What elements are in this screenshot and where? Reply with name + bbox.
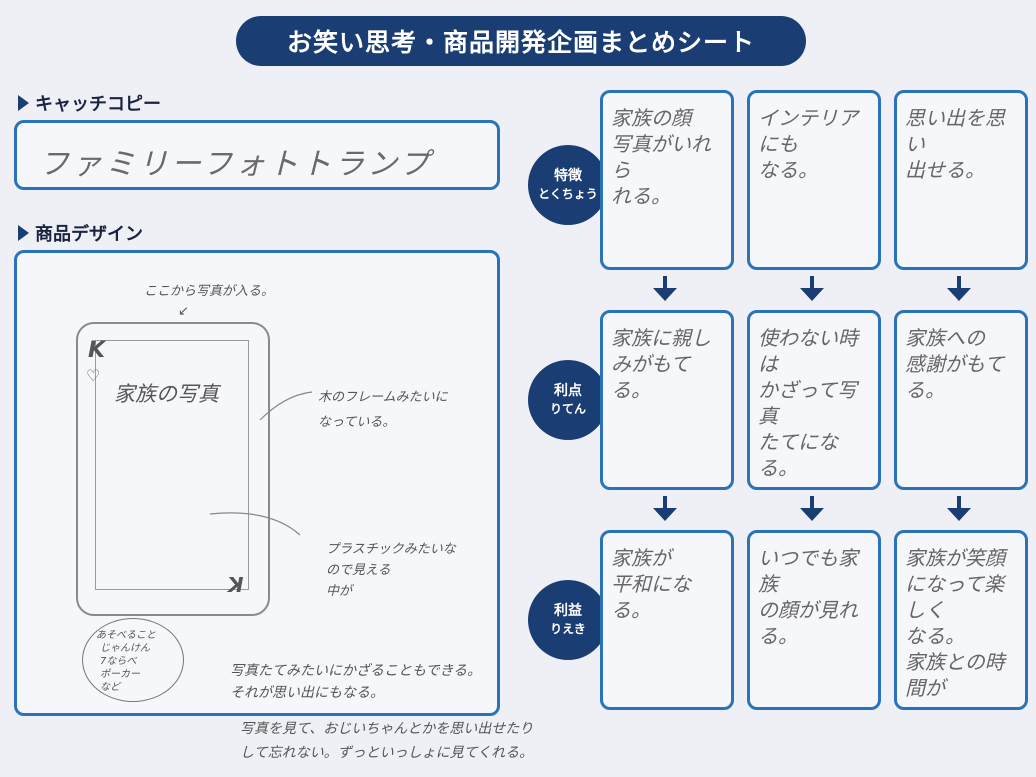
sheet-title: お笑い思考・商品開発企画まとめシート: [236, 16, 806, 66]
bottom-note-1: 写真たてみたいにかざることもできる。それが思い出にもなる。: [230, 663, 482, 702]
cell-feature-1: 家族の顔 写真がいれら れる。: [600, 90, 734, 270]
down-arrow-icon: [800, 276, 824, 302]
plastic-note: プラスチックみたいな ので見える 中が: [326, 542, 456, 599]
frame-note: 木のフレームみたいに なっている。: [318, 390, 448, 430]
card-sketch-outline: [76, 322, 270, 616]
cell-text: 家族が 平和になる。: [611, 546, 691, 622]
cell-text: 家族に親しみがもてる。: [611, 326, 711, 402]
catch-copy-text: ファミリーフォトトランプ: [39, 147, 433, 182]
down-arrow-icon: [653, 276, 677, 302]
oval-title: あそべること: [96, 630, 156, 641]
cell-feature-3: 思い出を思い 出せる。: [894, 90, 1028, 270]
catch-copy-heading-text: キャッチコピー: [35, 94, 161, 115]
cell-benefit-1: 家族が 平和になる。: [600, 530, 734, 710]
design-heading-text: 商品デザイン: [35, 224, 143, 245]
row-label-advantages: 利点 りてん: [528, 360, 608, 440]
oval-items: じゃんけん 7ならべ ポーカー など: [100, 643, 150, 693]
down-arrow-icon: [947, 276, 971, 302]
cell-advantage-2: 使わない時は かざって写真 たてになる。: [747, 310, 881, 490]
down-arrow-mark-icon: ↙: [178, 304, 189, 319]
cell-advantage-1: 家族に親しみがもてる。: [600, 310, 734, 490]
row-label-main: 利益: [554, 603, 582, 620]
row-label-benefits: 利益 りえき: [528, 580, 608, 660]
row-label-reading: りえき: [550, 622, 586, 637]
heart-suit-icon: ♡: [86, 366, 101, 385]
cell-text: いつでも家族 の顔が見れる。: [758, 546, 858, 648]
cell-feature-2: インテリアにも なる。: [747, 90, 881, 270]
bottom-note-2: 写真を見て、おじいちゃんとかを思い出せたりして忘れない。ずっといっしょに見てくれ…: [240, 721, 534, 761]
cell-text: 家族の顔 写真がいれら れる。: [611, 106, 711, 208]
down-arrow-icon: [800, 496, 824, 522]
cell-text: 家族が笑顔 になって楽しく なる。 家族との時間が: [905, 546, 1005, 700]
triangle-bullet-icon: [18, 95, 29, 111]
top-note: ここから写真が入る。: [144, 284, 275, 299]
cell-text: インテリアにも なる。: [758, 106, 858, 182]
card-rank-top: K: [88, 338, 106, 363]
design-heading: 商品デザイン: [18, 220, 143, 246]
sheet-title-text: お笑い思考・商品開発企画まとめシート: [286, 28, 755, 57]
play-options-oval: [82, 618, 184, 702]
down-arrow-icon: [653, 496, 677, 522]
cell-text: 思い出を思い 出せる。: [905, 106, 1005, 182]
triangle-bullet-icon: [18, 225, 29, 241]
catch-copy-box: ファミリーフォトトランプ: [14, 120, 500, 190]
cell-advantage-3: 家族への 感謝がもてる。: [894, 310, 1028, 490]
cell-benefit-3: 家族が笑顔 になって楽しく なる。 家族との時間が: [894, 530, 1028, 710]
row-label-main: 利点: [554, 383, 582, 400]
row-label-main: 特徴: [554, 168, 582, 185]
cell-text: 使わない時は かざって写真 たてになる。: [758, 326, 858, 480]
cell-text: 家族への 感謝がもてる。: [905, 326, 1005, 402]
catch-copy-heading: キャッチコピー: [18, 90, 161, 116]
cell-benefit-2: いつでも家族 の顔が見れる。: [747, 530, 881, 710]
row-label-reading: とくちょう: [538, 187, 598, 202]
row-label-reading: りてん: [549, 402, 586, 417]
card-center-text: 家族の写真: [114, 382, 219, 406]
down-arrow-icon: [947, 496, 971, 522]
photo-area: [95, 340, 249, 590]
row-label-features: 特徴 とくちょう: [528, 145, 608, 225]
